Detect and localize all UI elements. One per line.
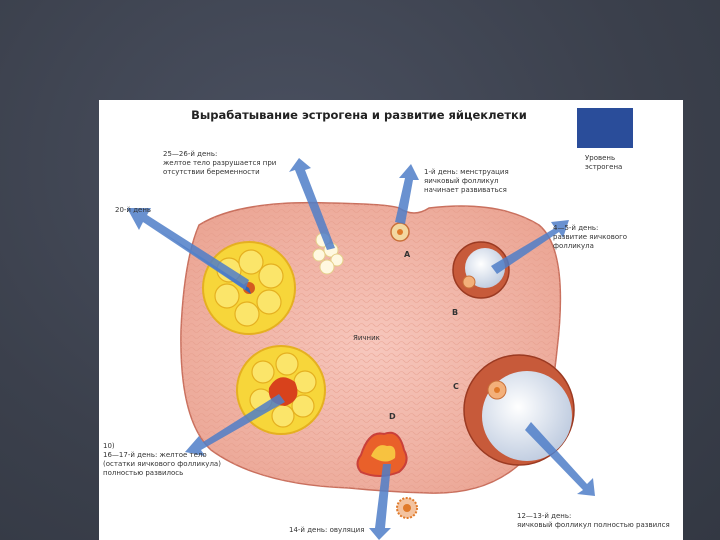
diagram-panel: Вырабатывание эстрогена и развитие яйцек…: [99, 100, 683, 540]
label-day20: 20-й день: [115, 206, 152, 214]
letter-c: C: [453, 382, 459, 391]
estrogen-legend-label: Уровень эстрогена: [585, 154, 623, 171]
diagram-title: Вырабатывание эстрогена и развитие яйцек…: [191, 108, 527, 122]
label-day14: 14-й день: овуляция: [289, 526, 365, 534]
estrogen-legend-swatch: [577, 108, 633, 148]
label-day12-13: 12—13-й день: яичковый фолликул полность…: [517, 512, 670, 529]
label-day16-17: 10) 16—17-й день: желтое тело (остатки я…: [103, 442, 221, 477]
released-ovum: [396, 497, 418, 519]
follicle-a: [390, 222, 410, 242]
ovulation-site: [356, 431, 408, 477]
label-day1: 1-й день: менструация яичковый фолликул …: [424, 168, 509, 194]
ovary-illustration: [127, 158, 595, 540]
label-day4-5: 4—5-й день: развитие яичкового фолликула: [553, 224, 628, 250]
label-ovary: Яичник: [353, 334, 380, 342]
letter-a: A: [404, 250, 411, 259]
letter-b: B: [452, 308, 459, 317]
follicle-c: [463, 354, 575, 466]
label-day25-26: 25—26-й день: желтое тело разрушается пр…: [163, 150, 277, 176]
letter-d: D: [389, 412, 396, 421]
estrogen-arrows: [127, 158, 595, 540]
follicle-b: [452, 241, 510, 299]
